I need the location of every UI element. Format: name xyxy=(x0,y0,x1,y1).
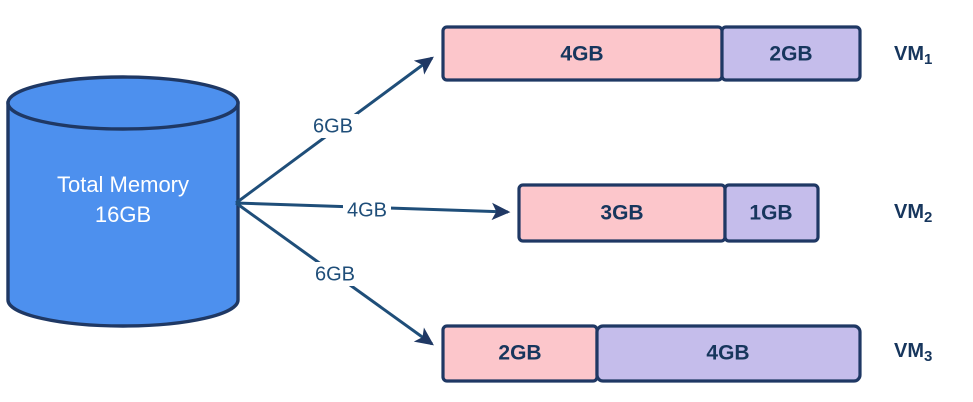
vm3-segment-1-label: 2GB xyxy=(498,342,541,365)
vm1-memory-bar[interactable]: 4GB 2GB xyxy=(441,25,862,82)
vm2-segment-2[interactable] xyxy=(723,183,820,243)
vm2-label: VM2 xyxy=(894,201,932,226)
vm3-label: VM3 xyxy=(894,340,932,365)
vm1-segment-2-label: 2GB xyxy=(769,43,812,66)
cylinder-title-line1: Total Memory xyxy=(57,172,189,197)
vm1-segment-2[interactable] xyxy=(720,25,862,82)
vm2-memory-bar[interactable]: 3GB 1GB xyxy=(517,183,820,243)
vm1-label-index: 1 xyxy=(924,51,932,68)
cylinder-title-line2: 16GB xyxy=(95,202,151,227)
vm3-label-text: VM xyxy=(894,340,924,362)
vm1-label: VM1 xyxy=(894,43,932,68)
vm2-label-index: 2 xyxy=(924,209,932,226)
svg-text:VM2: VM2 xyxy=(894,201,932,226)
svg-text:VM3: VM3 xyxy=(894,340,932,365)
vm3-memory-bar[interactable]: 2GB 4GB xyxy=(441,324,862,383)
vm2-segment-1-label: 3GB xyxy=(600,202,643,225)
vm2-segment-2-label: 1GB xyxy=(749,202,792,225)
edge-label-vm1: 6GB xyxy=(313,115,353,137)
vm1-segment-1-label: 4GB xyxy=(560,43,603,66)
edge-label-vm1-backing xyxy=(308,114,358,138)
edge-label-vm2-backing xyxy=(343,198,391,222)
vm3-label-index: 3 xyxy=(924,348,932,365)
edge-label-vm3: 6GB xyxy=(315,263,355,285)
cylinder-top-ellipse xyxy=(6,75,240,131)
vm2-label-text: VM xyxy=(894,201,924,223)
allocation-edges: 6GB 4GB 6GB xyxy=(235,56,511,346)
cylinder-body xyxy=(6,101,240,328)
vm3-segment-2[interactable] xyxy=(595,324,862,383)
vm3-segment-2-label: 4GB xyxy=(706,342,749,365)
total-memory-cylinder[interactable]: Total Memory 16GB xyxy=(6,75,240,328)
edge-label-vm2: 4GB xyxy=(347,199,387,221)
edge-label-vm3-backing xyxy=(310,262,360,286)
svg-text:VM1: VM1 xyxy=(894,43,932,68)
vm1-label-text: VM xyxy=(894,43,924,65)
